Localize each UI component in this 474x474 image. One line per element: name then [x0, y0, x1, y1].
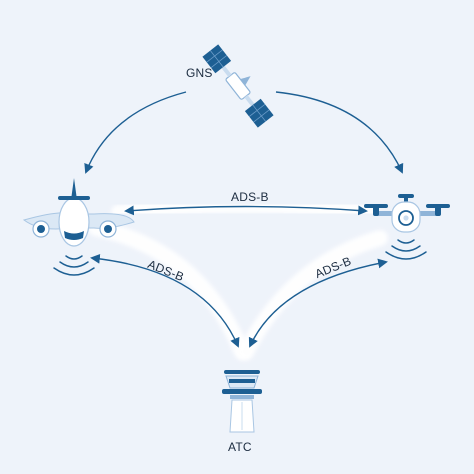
- airplane-icon: [22, 178, 135, 247]
- drone-signal-waves: [385, 239, 427, 260]
- link-aircraft-tower-line: [90, 253, 240, 348]
- tower-label: ATC: [228, 440, 252, 454]
- satellite-label: GNS: [186, 66, 213, 80]
- drone-icon: [364, 194, 450, 233]
- satellite-icon: [202, 44, 274, 128]
- gnss-arc-to-drone: [275, 91, 404, 174]
- link-lines: [90, 205, 388, 348]
- glow-drone-tower: [238, 230, 388, 360]
- control-tower-icon: [222, 370, 262, 433]
- link-glows: [88, 199, 388, 360]
- aircraft-drone-link-label: ADS-B: [231, 190, 269, 204]
- gnss-arc-to-aircraft: [84, 91, 187, 174]
- link-aircraft-drone-line: [124, 205, 368, 216]
- glow-aircraft-tower: [88, 220, 250, 360]
- aircraft-signal-waves: [53, 255, 95, 276]
- link-drone-tower-line: [248, 258, 388, 348]
- gnss-arcs: [84, 91, 404, 174]
